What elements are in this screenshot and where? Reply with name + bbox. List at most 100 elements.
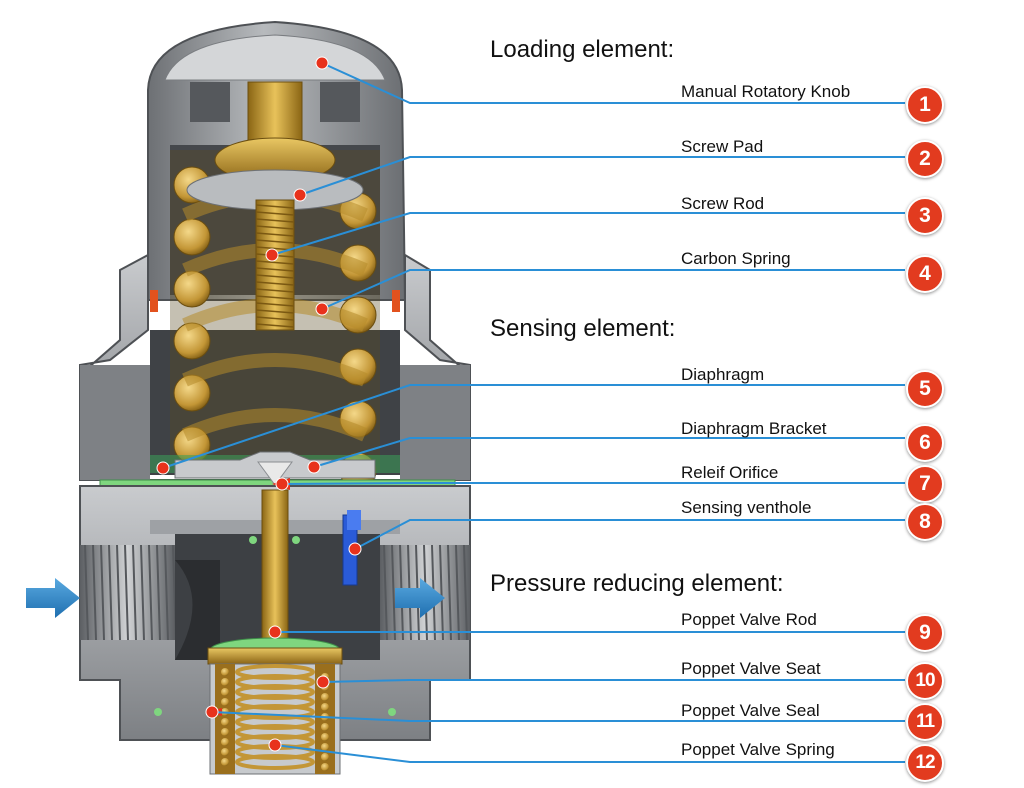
pipe-thread — [140, 544, 145, 641]
rod-thread — [255, 309, 295, 314]
marker-dot-11 — [205, 705, 219, 719]
poppet-spring-coil — [321, 693, 329, 701]
pipe-thread — [116, 544, 121, 641]
pipe-thread — [391, 544, 396, 641]
pipe-thread — [132, 544, 137, 641]
leader-line-5 — [162, 384, 905, 469]
marker-dot-7 — [275, 477, 289, 491]
pipe-thread — [92, 544, 97, 641]
rod-thread — [255, 239, 295, 244]
poppet-spring-coil — [221, 758, 229, 766]
pipe-thread — [455, 544, 460, 641]
part-label-7: Releif Orifice — [681, 463, 779, 482]
leader-line-8 — [354, 519, 905, 550]
rod-thread — [255, 281, 295, 286]
callout-badge-5: 5 — [906, 370, 944, 408]
rod-thread — [255, 204, 295, 209]
poppet-spring-coil — [235, 754, 315, 770]
marker-dot-10 — [316, 675, 330, 689]
inlet-arrow-icon — [26, 578, 80, 618]
marker-dot-9 — [268, 625, 282, 639]
outlet-arrow-icon — [395, 578, 445, 618]
spring-coil — [173, 218, 211, 256]
part-label-1: Manual Rotatory Knob — [681, 82, 851, 101]
leader-line-2 — [299, 156, 905, 196]
leader-line-11 — [211, 711, 905, 722]
callout-badge-9: 9 — [906, 614, 944, 652]
rod-thread — [255, 218, 295, 223]
part-label-8: Sensing venthole — [681, 498, 812, 517]
pipe-thread — [108, 544, 113, 641]
rod-thread — [255, 302, 295, 307]
leader-line-7 — [281, 482, 905, 485]
marker-dot-8 — [348, 542, 362, 556]
leader-line-1 — [321, 62, 905, 104]
poppet-spring-coil — [221, 668, 229, 676]
pipe-thread — [148, 544, 153, 641]
marker-dot-1 — [315, 56, 329, 70]
rod-thread — [255, 232, 295, 237]
part-label-4: Carbon Spring — [681, 249, 791, 268]
part-label-11: Poppet Valve Seal — [681, 701, 820, 720]
leader-line-10 — [322, 679, 905, 683]
pipe-thread — [156, 544, 161, 641]
rod-thread — [255, 316, 295, 321]
poppet-spring-coil — [221, 688, 229, 696]
pipe-thread — [124, 544, 129, 641]
poppet-spring-coil — [321, 763, 329, 771]
leader-line-4 — [321, 269, 905, 310]
marker-dots — [156, 56, 362, 752]
marker-dot-2 — [293, 188, 307, 202]
poppet-spring-coil — [221, 748, 229, 756]
pipe-thread — [383, 544, 388, 641]
callout-badge-12: 12 — [906, 744, 944, 782]
callout-badge-8: 8 — [906, 503, 944, 541]
part-label-5: Diaphragm — [681, 365, 765, 384]
callout-badge-2: 2 — [906, 140, 944, 178]
part-label-2: Screw Pad — [681, 137, 764, 156]
callout-badge-1: 1 — [906, 86, 944, 124]
poppet-spring-coil — [321, 733, 329, 741]
pipe-thread — [439, 544, 444, 641]
callout-badge-10: 10 — [906, 662, 944, 700]
part-label-9: Poppet Valve Rod — [681, 610, 817, 629]
rod-thread — [255, 288, 295, 293]
callout-badge-11: 11 — [906, 703, 944, 741]
callout-badge-7: 7 — [906, 465, 944, 503]
poppet-spring-coil — [321, 723, 329, 731]
rod-thread — [255, 323, 295, 328]
pipe-thread — [164, 544, 169, 641]
pipe-thread — [84, 544, 89, 641]
section-title-sensing: Sensing element: — [490, 315, 676, 342]
callout-badge-6: 6 — [906, 424, 944, 462]
poppet-spring-coil — [221, 728, 229, 736]
marker-dot-12 — [268, 738, 282, 752]
marker-dot-3 — [265, 248, 279, 262]
leader-line-3 — [271, 212, 905, 256]
callout-badge-3: 3 — [906, 197, 944, 235]
marker-dot-5 — [156, 461, 170, 475]
pipe-thread — [447, 544, 452, 641]
callout-badge-4: 4 — [906, 255, 944, 293]
poppet-spring-coil — [321, 753, 329, 761]
rod-thread — [255, 274, 295, 279]
spring-coil — [173, 270, 211, 308]
pipe-thread — [100, 544, 105, 641]
section-title-loading: Loading element: — [490, 36, 675, 63]
poppet-spring-coil — [221, 678, 229, 686]
part-label-10: Poppet Valve Seat — [681, 659, 821, 678]
rod-thread — [255, 267, 295, 272]
part-label-6: Diaphragm Bracket — [681, 419, 827, 438]
marker-dot-4 — [315, 302, 329, 316]
rod-thread — [255, 211, 295, 216]
poppet-spring-coil — [221, 698, 229, 706]
poppet-spring-coil — [321, 743, 329, 751]
leader-line-6 — [313, 437, 905, 468]
marker-dot-6 — [307, 460, 321, 474]
poppet-spring-coil — [221, 718, 229, 726]
rod-thread — [255, 225, 295, 230]
part-label-3: Screw Rod — [681, 194, 765, 213]
screw-rod-assembly — [186, 81, 364, 331]
